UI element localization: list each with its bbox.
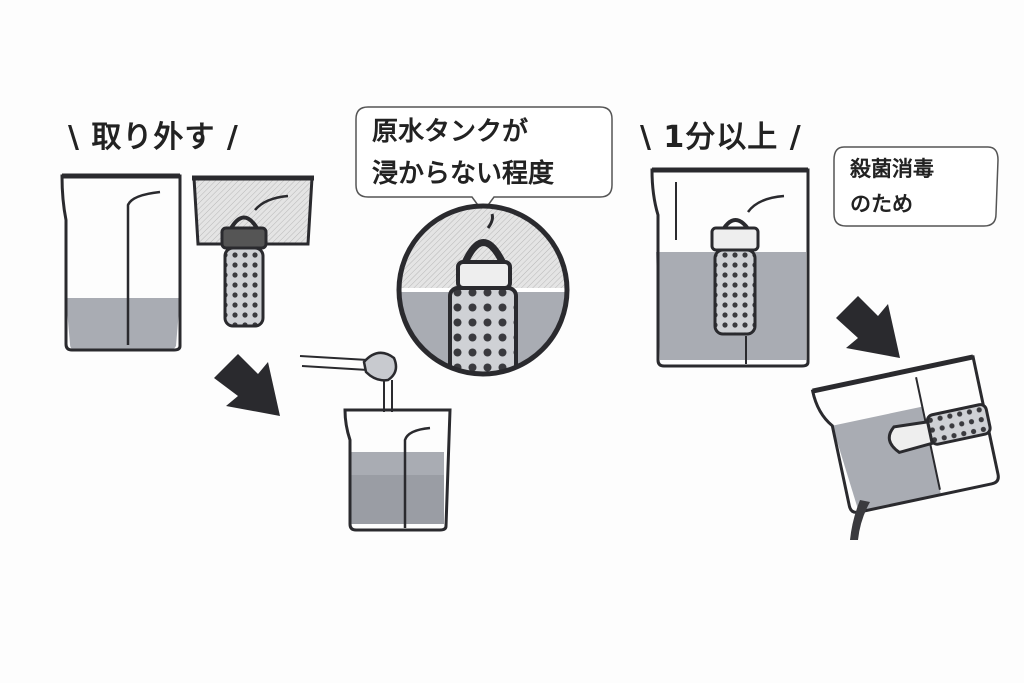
pouring-water-stream [850,500,870,540]
pitcher-with-water [60,173,182,352]
bubble2-text-line2: のため [850,192,913,216]
pitcher-soaking-filter [650,167,810,368]
speech-bubble-sterilize [833,146,999,227]
arrow-down-right-icon [836,296,900,358]
beaker-with-water [343,408,452,532]
step1-title: \ 取り外す / [68,120,239,155]
zoom-detail-circle [396,203,570,377]
step3-title: \ 1分以上 / [640,120,802,155]
removed-filter-holder [192,175,314,328]
bubble2-text-line1: 殺菌消毒 [850,157,934,181]
bubble-text-line1: 原水タンクが [372,117,529,147]
arrow-down-right-icon [214,354,280,416]
bubble-text-line2: 浸からない程度 [372,159,555,189]
pitcher-pouring-out [810,354,1000,514]
kettle-spout [299,351,398,412]
